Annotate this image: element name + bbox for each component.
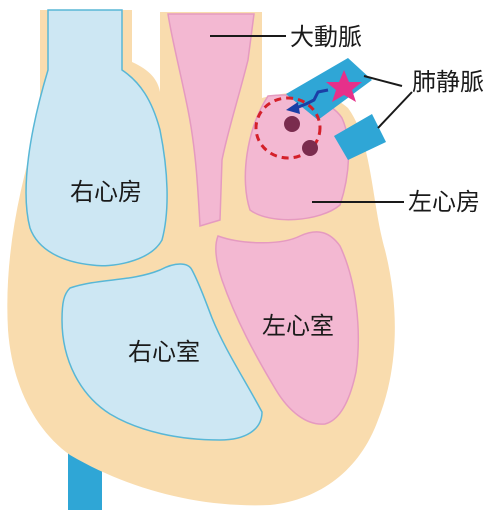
label-aorta: 大動脈 — [290, 23, 362, 51]
label-left-atrium: 左心房 — [408, 188, 480, 216]
label-pulmonary-veins: 肺静脈 — [412, 68, 484, 96]
label-right-ventricle: 右心室 — [128, 338, 200, 366]
node-upper — [284, 116, 300, 132]
node-lower — [302, 140, 318, 156]
label-right-atrium: 右心房 — [70, 178, 142, 206]
label-left-ventricle: 左心室 — [262, 312, 334, 340]
